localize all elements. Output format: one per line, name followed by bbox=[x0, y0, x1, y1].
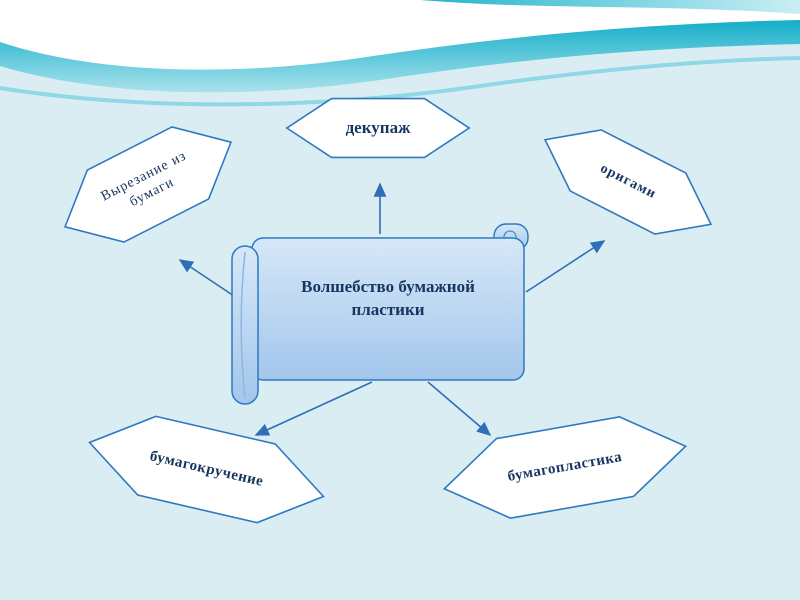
node-decoupage: декупаж bbox=[285, 97, 471, 159]
wave-corner-band bbox=[420, 0, 800, 14]
hexagon-shape bbox=[527, 107, 729, 257]
central-scroll-shape bbox=[231, 223, 529, 405]
node-origami: оригами bbox=[527, 107, 729, 257]
node-paper-plastic: бумагопластика bbox=[435, 404, 696, 531]
scroll-left-roll bbox=[231, 245, 259, 405]
wave-thin-line bbox=[0, 56, 800, 107]
node-cutting: Вырезание из бумаги bbox=[44, 104, 252, 266]
node-decoupage-label: декупаж bbox=[345, 118, 411, 138]
arrow-to-origami bbox=[525, 240, 606, 293]
hexagon-shape bbox=[78, 401, 336, 539]
hexagon-shape bbox=[435, 404, 696, 531]
hexagon-shape bbox=[44, 104, 252, 266]
node-quilling: бумагокручение bbox=[78, 401, 336, 539]
scroll-roll-shading bbox=[240, 251, 246, 399]
arrow-to-paper-plastic bbox=[427, 381, 492, 437]
central-title: Волшебство бумажной пластики bbox=[301, 277, 475, 319]
wave-white-top bbox=[0, 0, 800, 70]
arrow-to-quilling bbox=[254, 381, 373, 436]
arrow-to-cutting bbox=[178, 259, 235, 297]
hexagon-shape bbox=[285, 97, 471, 159]
decorative-waves bbox=[0, 0, 800, 150]
wave-teal-swoosh bbox=[0, 20, 800, 93]
